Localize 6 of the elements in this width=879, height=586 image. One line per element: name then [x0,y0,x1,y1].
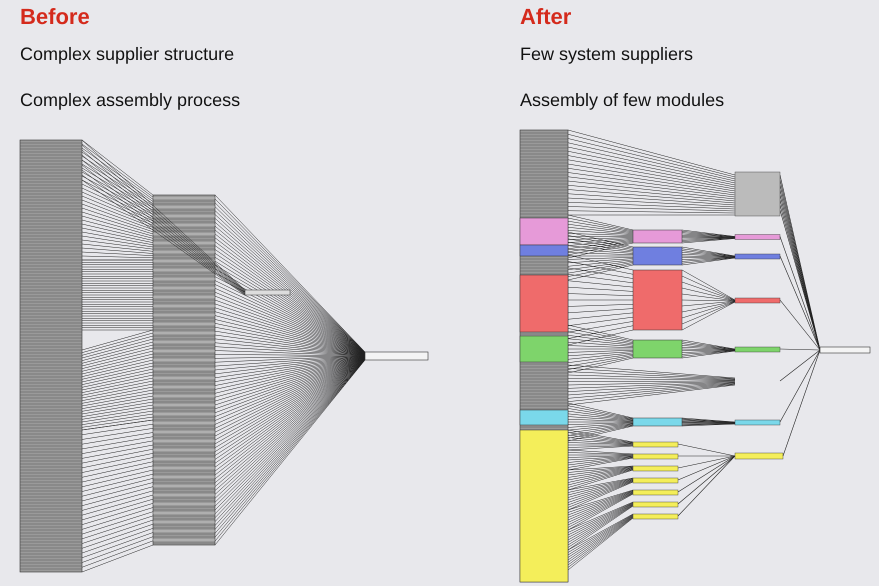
caption-text: Few system suppliers [520,44,694,65]
section-heading: After [520,4,572,30]
section-heading: Before [20,4,90,30]
caption-text: Complex supplier structure [20,44,234,65]
caption-text: Assembly of few modules [520,90,724,111]
caption-text: Complex assembly process [20,90,240,111]
